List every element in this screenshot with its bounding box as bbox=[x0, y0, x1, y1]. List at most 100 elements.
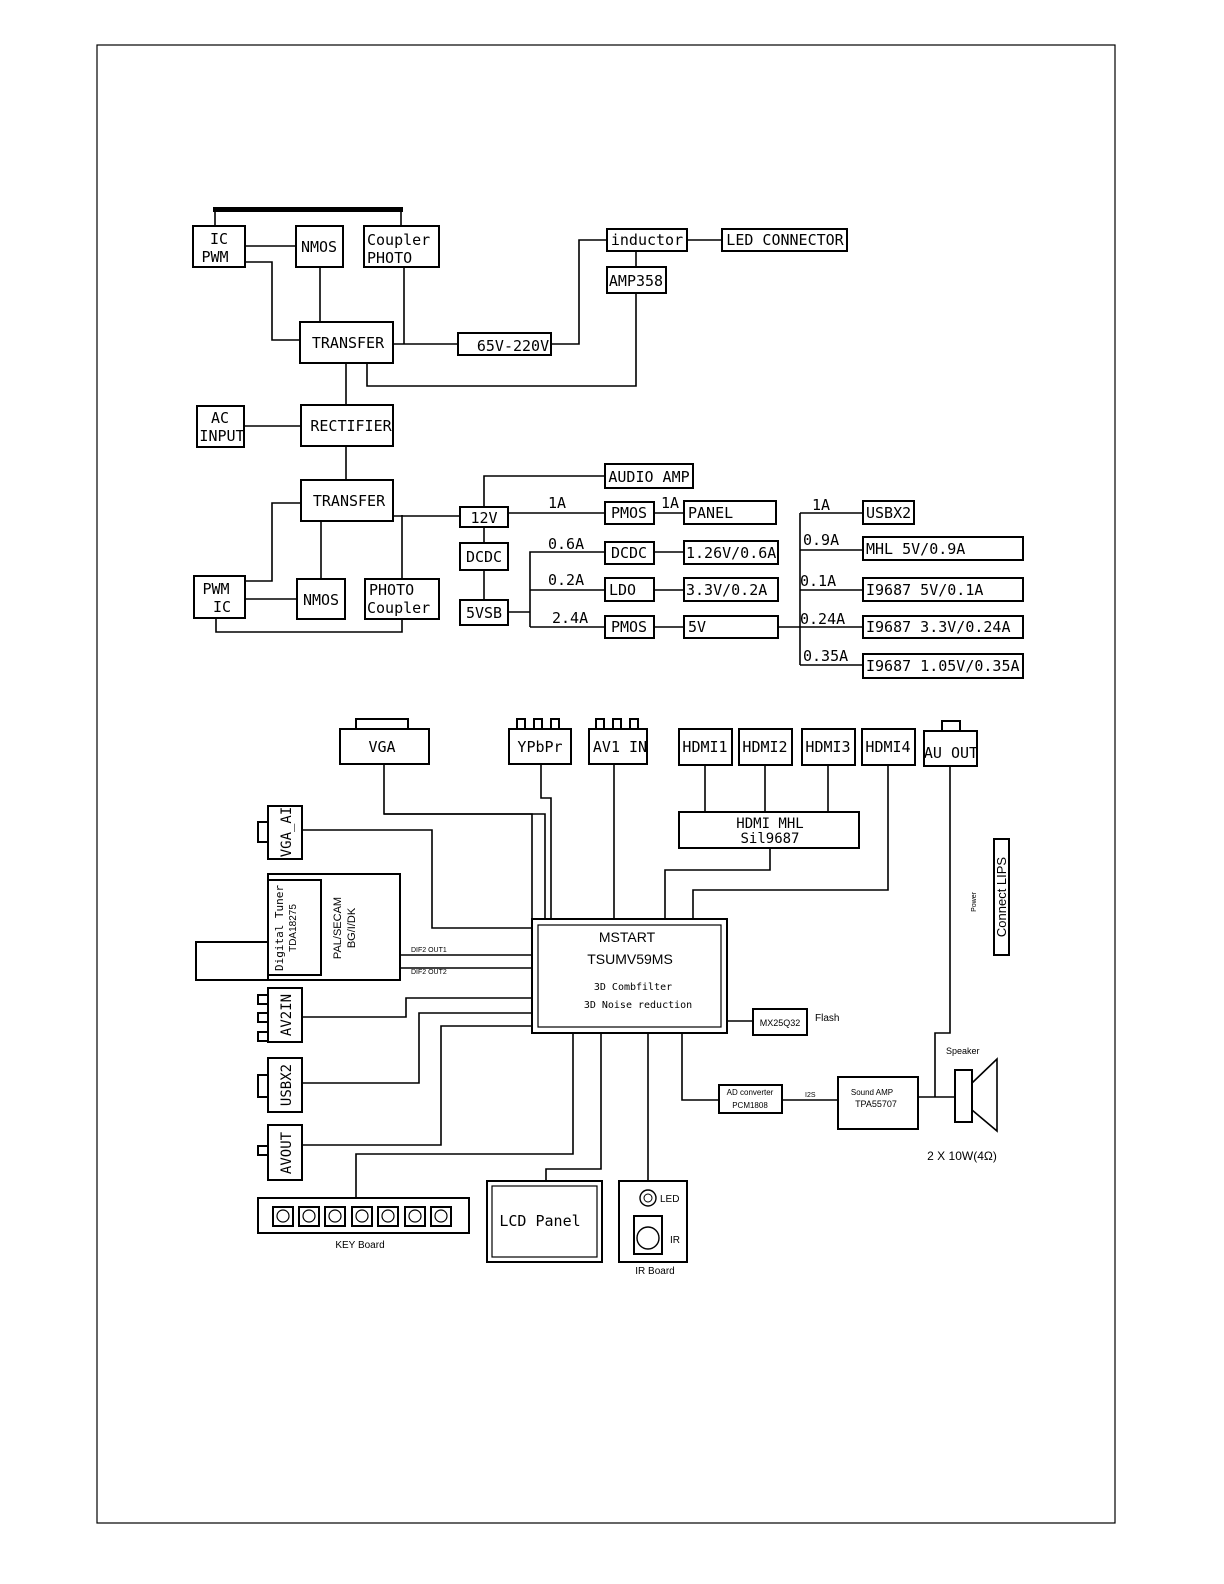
rectifier-label: RECTIFIER bbox=[310, 417, 392, 435]
panel-label: PANEL bbox=[688, 504, 733, 522]
vga-ai-box: VGA_AI bbox=[257, 805, 303, 860]
mhl-label: MHL 5V/0.9A bbox=[866, 540, 965, 558]
dcdc-right-label: DCDC bbox=[611, 544, 647, 562]
ypbpr-label: YPbPr bbox=[517, 738, 562, 756]
v12-label: 12V bbox=[470, 509, 497, 527]
av1-in-label: AV1 IN bbox=[593, 738, 647, 756]
usbx2-signal-label: USBX2 bbox=[279, 1064, 295, 1106]
ldo-box: LDO bbox=[604, 577, 655, 602]
hdmi4-box: HDMI4 bbox=[861, 728, 916, 766]
ad-converter-line1: AD converter bbox=[727, 1088, 774, 1097]
i9687-5v-box: I9687 5V/0.1A bbox=[862, 577, 1024, 602]
label-035a: 0.35A bbox=[803, 647, 848, 665]
vsb5-label: 5VSB bbox=[466, 604, 502, 622]
mstart-chip: MSTART TSUMV59MS 3D Combfilter 3D Noise … bbox=[531, 918, 728, 1034]
pal-secam-line1: PAL/SECAM bbox=[332, 897, 344, 959]
label-24a: 2.4A bbox=[552, 609, 588, 627]
vga-box: VGA bbox=[339, 718, 430, 765]
connect-lips-label: Connect LIPS bbox=[994, 857, 1009, 938]
ic-pwm-box: IC PWM bbox=[192, 225, 246, 268]
pal-secam-line2: BG/I/DK bbox=[346, 907, 358, 948]
hdmi1-label: HDMI1 bbox=[682, 738, 727, 756]
antenna-connector bbox=[195, 941, 269, 981]
lcd-panel-label: LCD Panel bbox=[499, 1212, 580, 1230]
pmos-panel-box: PMOS bbox=[604, 501, 655, 525]
photo-coupler-box: PHOTO Coupler bbox=[364, 578, 440, 620]
transfer-bottom-label: TRANSFER bbox=[313, 492, 386, 510]
tuner-line1: Digital Tuner bbox=[273, 885, 286, 971]
hdmi-mhl-line2: Sil9687 bbox=[740, 831, 799, 847]
flash-label: Flash bbox=[815, 1013, 839, 1024]
out-5v-box: 5V bbox=[683, 615, 779, 639]
speaker-label: Speaker bbox=[946, 1046, 980, 1056]
led-label: LED bbox=[660, 1194, 679, 1205]
label-1a-b: 1A bbox=[661, 494, 679, 512]
photo-coupler-line2: Coupler bbox=[367, 599, 430, 617]
ir-label: IR bbox=[670, 1235, 680, 1246]
nmos-bottom-label: NMOS bbox=[303, 591, 339, 609]
ad-converter-box: AD converter PCM1808 bbox=[718, 1084, 783, 1114]
hdmi4-label: HDMI4 bbox=[865, 738, 910, 756]
ir-sensor-icon bbox=[636, 1226, 660, 1250]
label-1a-a: 1A bbox=[548, 494, 566, 512]
avout-box: AVOUT bbox=[257, 1124, 303, 1181]
top-bus-bar bbox=[213, 207, 403, 212]
i9687-105v-box: I9687 1.05V/0.35A bbox=[862, 653, 1024, 679]
sound-amp-line2: TPA55707 bbox=[855, 1099, 897, 1109]
signal-section: VGA YPbPr AV1 IN HDMI1 HDMI2 bbox=[195, 718, 1010, 1277]
hdmi3-box: HDMI3 bbox=[801, 728, 856, 766]
i9687-33v-label: I9687 3.3V/0.24A bbox=[866, 618, 1011, 636]
pmos-5v-box: PMOS bbox=[604, 615, 655, 639]
label-09a: 0.9A bbox=[803, 531, 839, 549]
out-126-box: 1.26V/0.6A bbox=[683, 540, 779, 565]
nmos-bottom-box: NMOS bbox=[296, 578, 346, 620]
hdmi1-box: HDMI1 bbox=[678, 728, 733, 766]
page-frame bbox=[96, 44, 1116, 1524]
speaker-rating: 2 X 10W(4Ω) bbox=[927, 1149, 997, 1163]
label-01a: 0.1A bbox=[800, 572, 836, 590]
photo-coupler-line1: PHOTO bbox=[369, 581, 414, 599]
av1-in-box: AV1 IN bbox=[588, 718, 648, 765]
amp358-box: AMP358 bbox=[606, 266, 667, 294]
vga-label: VGA bbox=[368, 738, 395, 756]
speaker-icon bbox=[954, 1057, 998, 1133]
hdmi2-box: HDMI2 bbox=[738, 728, 793, 766]
comb-label: 3D Combfilter bbox=[594, 982, 672, 993]
i9687-105v-label: I9687 1.05V/0.35A bbox=[866, 657, 1020, 675]
ir-board: LED IR IR Board bbox=[618, 1180, 688, 1277]
out-5v-label: 5V bbox=[688, 618, 706, 636]
usbx2-power-box: USBX2 bbox=[862, 500, 915, 525]
out-33-box: 3.3V/0.2A bbox=[683, 577, 779, 602]
label-06a: 0.6A bbox=[548, 535, 584, 553]
out-33-label: 3.3V/0.2A bbox=[686, 581, 767, 599]
dcdc-right-box: DCDC bbox=[604, 541, 655, 565]
ic-pwm-line2: PWM bbox=[201, 248, 228, 266]
panel-box: PANEL bbox=[683, 500, 777, 525]
ac-input-line2: INPUT bbox=[199, 427, 244, 445]
led-connector-label: LED CONNECTOR bbox=[726, 231, 844, 249]
mstart-label: MSTART bbox=[599, 929, 656, 945]
pwm-ic-line2: IC bbox=[213, 598, 231, 616]
transfer-bottom-box: TRANSFER bbox=[300, 479, 394, 522]
sound-amp-line1: Sound AMP bbox=[851, 1088, 893, 1097]
sound-amp-box: Sound AMP TPA55707 bbox=[837, 1076, 919, 1130]
audio-amp-label: AUDIO AMP bbox=[608, 468, 689, 486]
i2s-label: I2S bbox=[805, 1092, 816, 1099]
hdmi3-label: HDMI3 bbox=[805, 738, 850, 756]
ac-input-line1: AC bbox=[211, 409, 229, 427]
i9687-33v-box: I9687 3.3V/0.24A bbox=[862, 615, 1024, 639]
dif-out2-label: DIF2 OUT2 bbox=[411, 969, 447, 976]
led-connector-box: LED CONNECTOR bbox=[721, 228, 848, 252]
connect-lips-box: Connect LIPS bbox=[993, 838, 1010, 956]
tuner-box: Digital Tuner TDA18275 PAL/SECAM BG/I/DK bbox=[267, 873, 401, 981]
v12-box: 12V bbox=[459, 506, 509, 528]
inductor-box: inductor bbox=[606, 228, 688, 252]
tsumv-label: TSUMV59MS bbox=[587, 951, 673, 967]
led-icon bbox=[639, 1189, 657, 1207]
vga-ai-label: VGA_AI bbox=[279, 807, 295, 858]
flash-chip-label: MX25Q32 bbox=[760, 1018, 801, 1028]
ypbpr-box: YPbPr bbox=[508, 718, 572, 765]
ad-converter-line2: PCM1808 bbox=[732, 1101, 768, 1110]
ic-pwm-line1: IC bbox=[210, 230, 228, 248]
pwm-ic-line1: PWM bbox=[202, 580, 229, 598]
